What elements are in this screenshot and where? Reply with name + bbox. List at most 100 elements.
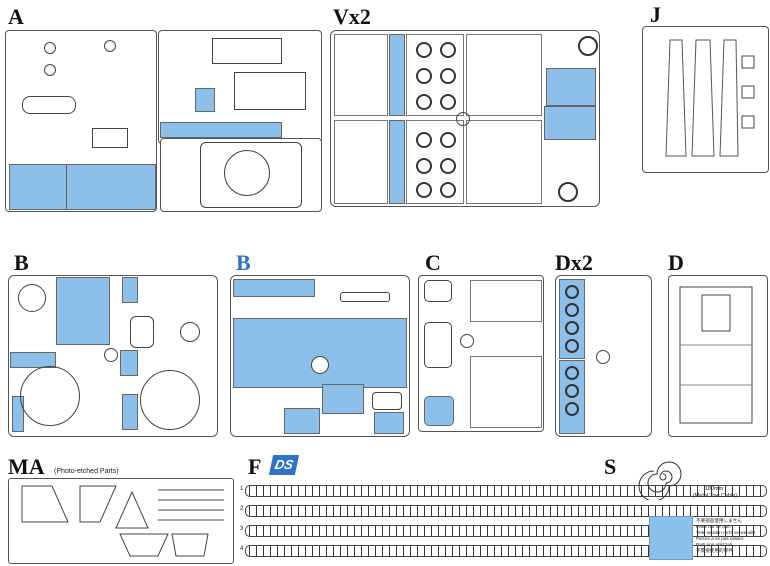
sprue-d2-wheel-7 (565, 402, 579, 416)
sprue-b-unused-right (122, 277, 138, 303)
sprue-c-cell (470, 280, 542, 322)
legend-line-en: Parts not for use. (696, 524, 731, 529)
sprue-c-unused-block (424, 396, 454, 426)
sprue-a-small-round-3 (104, 40, 116, 52)
sprue-b-unused-mid-2 (122, 394, 138, 430)
sprue-v-wheel-8 (440, 132, 456, 148)
sprue-label-f: F (248, 454, 262, 479)
sprue-b-clear-bar (340, 292, 390, 302)
tow-cable-name: (Metal Tow Cable) (692, 493, 738, 499)
sprue-b-clear-unused-small-2 (374, 412, 404, 434)
sprue-j-plates (665, 39, 755, 157)
sprue-ma-note: (Photo-etched Parts) (54, 468, 119, 475)
sprue-label-b-clear: B (236, 250, 251, 275)
sprue-j-frame (642, 26, 769, 173)
tow-cable-length: 180mm (704, 486, 724, 492)
sprue-v-unused-column-2 (389, 120, 405, 204)
sprue-b-hatch (180, 322, 200, 342)
sprue-d2-wheel-5 (565, 366, 579, 380)
sprue-v-wheel-10 (440, 158, 456, 174)
sprue-a-plate (22, 96, 76, 114)
tow-cable-coil-icon (638, 461, 682, 500)
sprue-label-ma: MA (8, 454, 45, 479)
sprue-v-unused-block (546, 68, 596, 106)
sprue-v-cell-5 (466, 34, 542, 116)
sprue-a-plate-2 (92, 128, 128, 148)
sprue-v-cell-6 (466, 120, 542, 204)
sprue-b-clear-gate (311, 356, 329, 374)
sprue-v-wheel-6 (440, 94, 456, 110)
sprue-ma-parts (21, 485, 224, 557)
sprue-b-plate (130, 316, 154, 348)
legend-line-it: Parti non utilizzati (696, 542, 733, 547)
sprue-d2-wheel (565, 285, 579, 299)
legend-line-zh: 不需要使用的零件 (696, 548, 733, 553)
sprue-label-b: B (14, 250, 29, 275)
sprue-b-clear-unused-round (322, 384, 364, 414)
sprue-b-turret-ring (140, 370, 200, 430)
sprue-v-cell-2 (334, 120, 388, 204)
legend-line-de: Teile werden nicht verwendet (696, 530, 756, 535)
ds-logo: DS (268, 455, 300, 475)
sprue-c-part-2 (424, 322, 452, 368)
sprue-b-unused-top (56, 277, 110, 345)
legend-line-fr: Pieces a ne pas utiliser. (696, 536, 745, 541)
track-number-2: 2 (240, 506, 244, 512)
sprue-b-sprue-gate (104, 348, 118, 362)
sprue-label-v: Vx2 (333, 4, 371, 29)
sprue-v-wheel (416, 42, 432, 58)
sprue-v-wheel-12 (440, 182, 456, 198)
sprue-b-clear-unused-small (284, 408, 320, 434)
sprue-a-hull (200, 142, 302, 208)
track-number-1: 1 (240, 486, 244, 492)
sprue-v-sprocket-2 (558, 182, 578, 202)
sprue-b-clear-unused-main (233, 318, 407, 388)
sprue-c-part (424, 280, 452, 302)
sprue-d2-wheel-3 (565, 321, 579, 335)
sprue-d2-wheel-4 (565, 339, 579, 353)
sprue-v-cell-4 (406, 120, 464, 204)
sprue-a-small-round-2 (44, 64, 56, 76)
sprue-label-a: A (8, 4, 24, 29)
sprue-b-clear-plate (372, 392, 402, 410)
track-number-3: 3 (240, 526, 244, 532)
sprue-v-unused-column (389, 34, 405, 116)
sprue-b-hatch-large (20, 366, 80, 426)
sprue-v-wheel-5 (416, 94, 432, 110)
sprue-label-s: S (604, 454, 617, 479)
sprue-v-sprocket (578, 36, 598, 56)
sprue-label-d2: Dx2 (555, 250, 593, 275)
sprue-c-cell-2 (470, 356, 542, 428)
sprue-v-sprue-gate (456, 112, 470, 126)
sprue-v-wheel-9 (416, 158, 432, 174)
sprue-a-unused-small (195, 88, 215, 112)
sprue-b-unused-left (10, 352, 56, 368)
legend-line-ja: 不要部品使用しません (696, 518, 742, 523)
track-link-run-2 (245, 505, 767, 517)
sprue-label-c: C (425, 250, 441, 275)
sprue-a-unused-block (9, 164, 67, 210)
track-link-run-4 (245, 545, 767, 557)
track-number-4: 4 (240, 546, 244, 552)
track-link-run-3 (245, 525, 767, 537)
sprue-v-wheel-7 (416, 132, 432, 148)
sprue-v-cell-3 (406, 34, 464, 116)
sprue-a-panel (212, 38, 282, 64)
sprue-a-small-round (44, 42, 56, 54)
sprue-label-j: J (650, 2, 661, 27)
sprue-d-hull-floor (679, 286, 753, 424)
sprue-b-clear-unused-top (233, 279, 315, 297)
sprue-v-wheel-11 (416, 182, 432, 198)
sprue-b-cupola (18, 284, 46, 312)
sprue-v-wheel-2 (440, 42, 456, 58)
sprue-v-wheel-3 (416, 68, 432, 84)
sprue-a-panel-2 (234, 72, 306, 110)
sprue-v-cell (334, 34, 388, 116)
sprue-b-unused-mid (120, 350, 138, 376)
sprue-a-unused-strip (160, 122, 282, 138)
sprue-c-gate (460, 334, 474, 348)
sprue-a-round-part (224, 150, 270, 196)
sprue-d2-wheel-2 (565, 303, 579, 317)
sprue-d-frame (668, 275, 768, 437)
sprue-d2-wheel-6 (565, 384, 579, 398)
